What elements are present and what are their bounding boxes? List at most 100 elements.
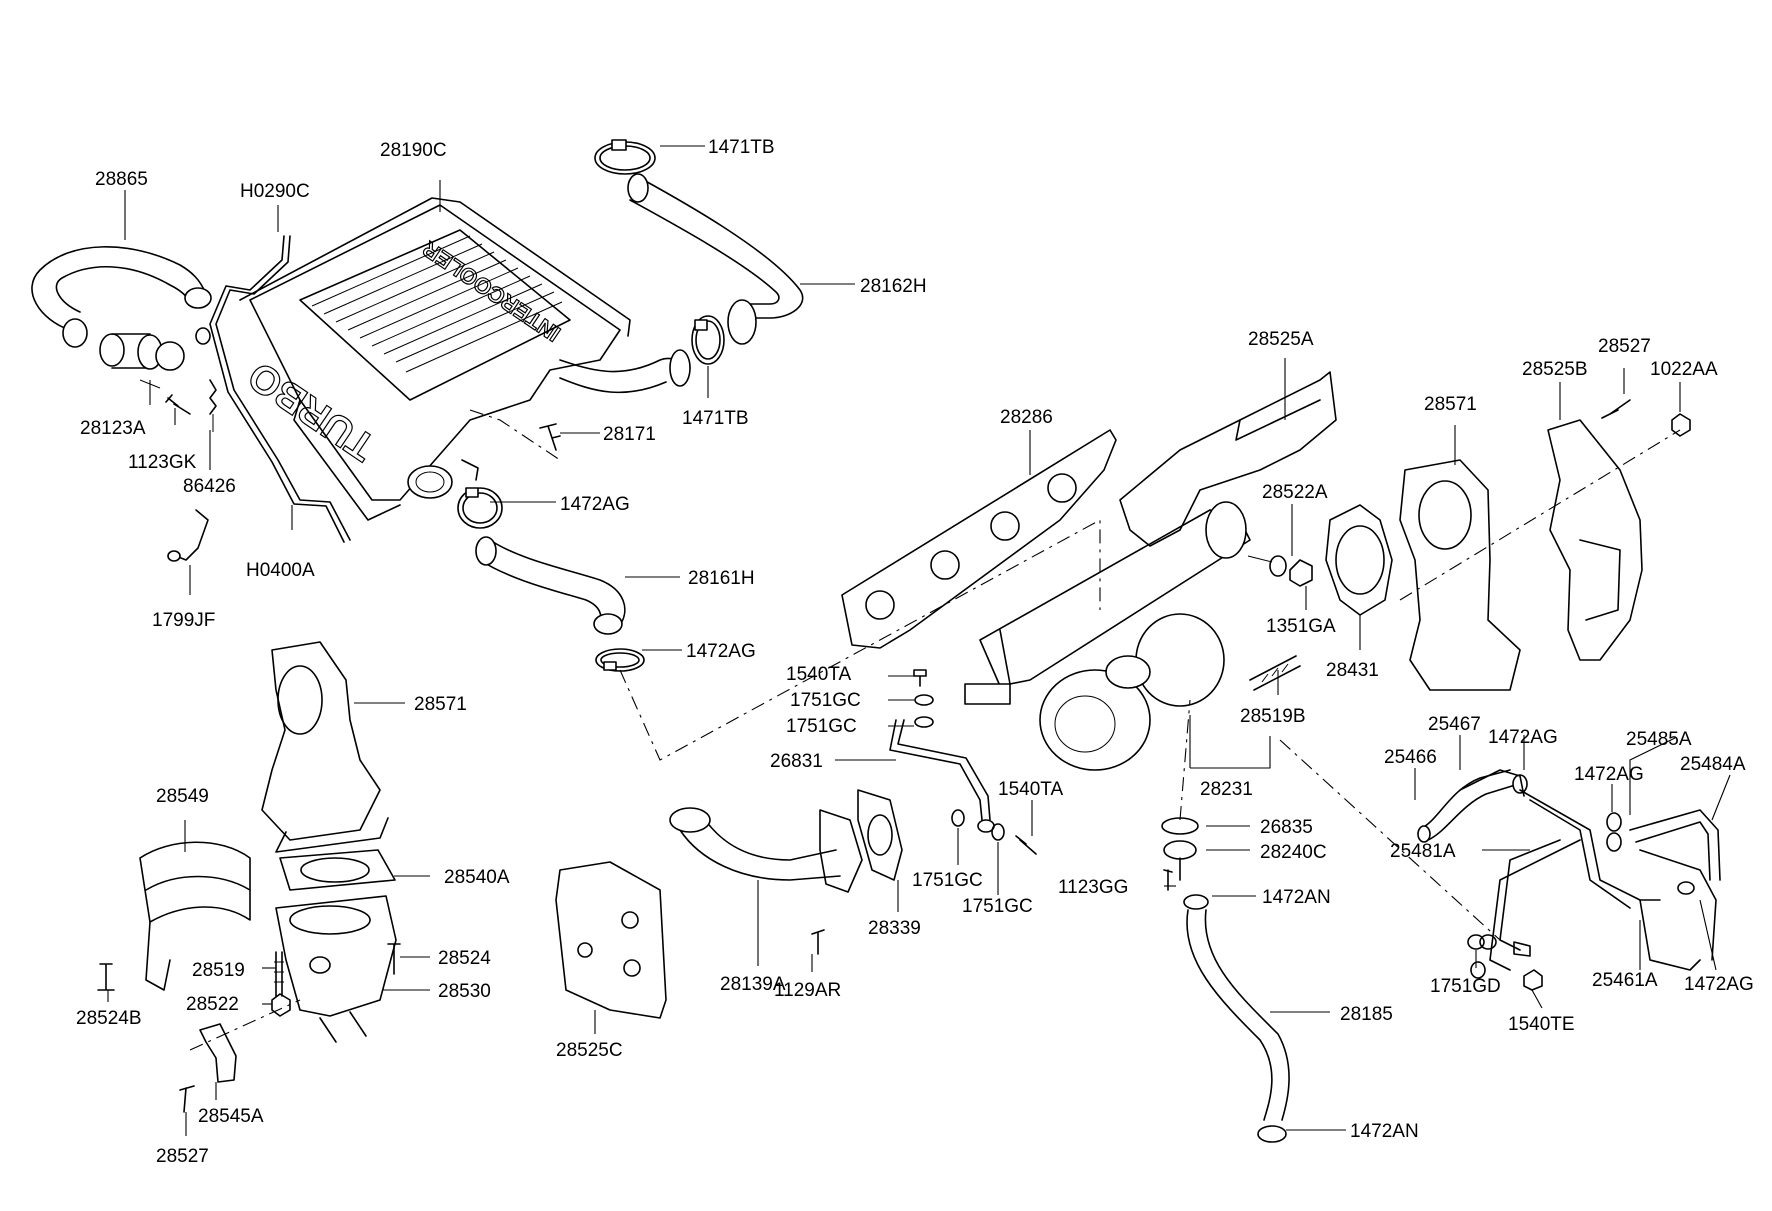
label-28519b: 28519B [1240,706,1306,727]
bolt-28524 [387,943,401,975]
gasket-28339 [857,789,903,881]
label-1123gg: 1123GG [1058,877,1128,898]
label-28431: 28431 [1326,660,1379,681]
nut-1022aa [1671,413,1691,437]
label-1471tb-mid: 1471TB [682,408,749,429]
stud-28519 [274,951,284,997]
label-26831: 26831 [770,751,823,772]
label-28525a: 28525A [1248,329,1314,350]
label-1472an-a: 1472AN [1262,887,1331,908]
hose-28185 [1186,909,1290,1121]
label-28530: 28530 [438,981,491,1002]
label-28571-left: 28571 [414,694,467,715]
label-1751gc-c: 1751GC [912,870,983,891]
label-28339: 28339 [868,918,921,939]
oil-feed-26831 [889,669,995,833]
washer-1351ga [1247,555,1313,587]
label-28527-top: 28527 [1598,336,1651,357]
label-1540ta-a: 1540TA [786,664,851,685]
bolt-1540ta-b [1015,835,1037,855]
heat-shield-28525a [1119,371,1337,547]
label-28162h: 28162H [860,276,927,297]
clip-1799jf [167,509,209,562]
turbo-stamp: TURBO [241,353,384,469]
bracket-28545a [199,1023,237,1083]
label-1472ag-e: 1472AG [1684,974,1754,995]
pipe-28139a [669,807,863,893]
label-28524b: 28524B [76,1008,142,1029]
label-1751gc-a: 1751GC [790,690,861,711]
label-1472ag-d: 1472AG [1574,764,1644,785]
clamp-1472an-b [1257,1125,1287,1143]
label-26835: 26835 [1260,817,1313,838]
label-1540te: 1540TE [1508,1014,1575,1035]
intercooler-28190c [239,197,691,521]
label-25466: 25466 [1384,747,1437,768]
label-1123gk: 1123GK [128,452,197,473]
label-28286: 28286 [1000,407,1053,428]
label-28171: 28171 [603,424,656,445]
label-25485a: 25485A [1626,729,1692,750]
water-line-25484a [1639,849,1717,961]
label-28549: 28549 [156,786,209,807]
downpipe-28571-left [261,641,389,853]
water-line-25467 [1459,769,1525,797]
label-25467: 25467 [1428,714,1481,735]
clamp-1471tb-mid [691,315,725,365]
bolt-1129ar [811,929,825,955]
flange-28240c [1163,840,1197,881]
label-28161h: 28161H [688,568,755,589]
bolt-1540te [1513,941,1543,991]
gasket-26835 [1161,817,1199,835]
label-86426: 86426 [183,476,236,497]
label-28525c: 28525C [556,1040,623,1061]
label-1472ag-c: 1472AG [1488,727,1558,748]
clamp-1472ag-e [1677,881,1695,895]
gasket-28431 [1325,504,1393,616]
intercooler-core [299,229,571,401]
label-28185: 28185 [1340,1004,1393,1025]
label-28545a: 28545A [198,1106,264,1127]
label-1751gc-b: 1751GC [786,716,857,737]
leader-lines [107,145,1731,1136]
label-1540ta-b: 1540TA [998,779,1063,800]
washer-1751gd [1467,934,1497,979]
clamp-1472ag-d [1606,812,1622,852]
label-1472ag-b: 1472AG [686,641,756,662]
hose-28865 [31,246,212,348]
label-28231: 28231 [1200,779,1253,800]
label-1472ag-a: 1472AG [560,494,630,515]
label-28190c: 28190C [380,140,447,161]
label-1751gd: 1751GD [1430,976,1501,997]
bolt-28171 [539,423,561,451]
label-28525b: 28525B [1522,359,1588,380]
washer-1751gc-c [951,809,965,827]
label-1472an-b: 1472AN [1350,1121,1419,1142]
gasket-28286 [841,429,1117,649]
label-28527-bottom: 28527 [156,1146,209,1167]
label-h0290c: H0290C [240,181,310,202]
hose-28161h [475,536,626,635]
water-line-25466 [1417,769,1513,843]
label-h0400a: H0400A [246,560,315,581]
label-1471tb-top: 1471TB [708,137,775,158]
water-line-25481a [1489,789,1661,971]
label-28571-right: 28571 [1424,394,1477,415]
nut-28522 [271,993,291,1017]
valve-28123a [99,333,185,389]
water-line-25485a [1629,809,1721,881]
label-28123a: 28123A [80,418,146,439]
label-1129ar: 1129AR [774,980,841,1001]
heat-shield-28549 [139,841,251,991]
clamp-1472ag-b [595,648,645,672]
catalyst-28530 [275,895,397,1043]
bolt-1123gk [165,394,191,415]
clamp-1472an-a [1183,894,1209,910]
gasket-28540a [279,849,396,891]
water-line-25461a [1499,839,1701,971]
bolt-1123gg [1163,869,1173,891]
label-28540a: 28540A [444,867,510,888]
label-25481a: 25481A [1390,841,1456,862]
heat-shield-28525b [1547,419,1643,661]
bolt-28527-bottom [179,1085,195,1113]
